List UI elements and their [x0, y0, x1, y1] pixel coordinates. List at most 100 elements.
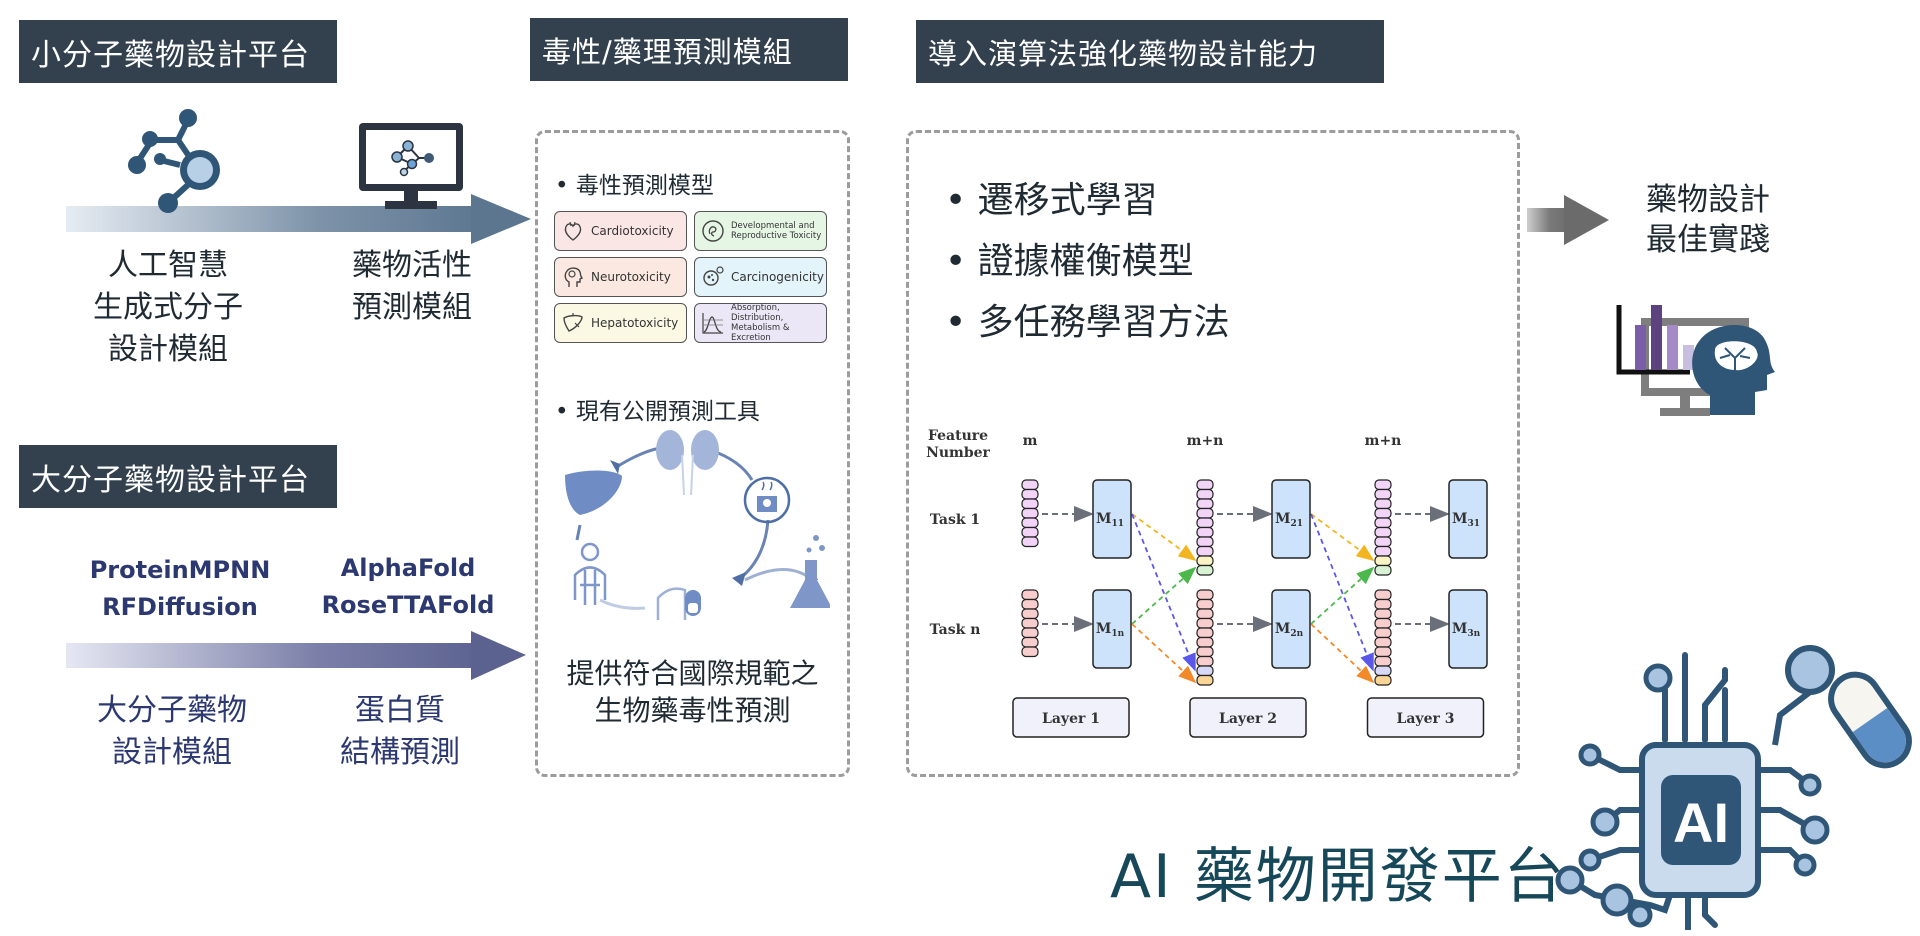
flask-icon: [790, 535, 830, 608]
large-molecule-design-module-label: 大分子藥物 設計模組: [72, 690, 272, 774]
label-line: 藥物設計: [1646, 182, 1770, 218]
feature-stack: [1196, 555, 1214, 567]
shared-arrow: [1310, 566, 1375, 625]
feature-stack: [1021, 488, 1039, 500]
tool-proteinmpnn: ProteinMPNN: [89, 556, 271, 584]
label-line: 預測模組: [352, 290, 472, 325]
biologics-toxicity-summary: 提供符合國際規範之 生物藥毒性預測: [540, 655, 845, 729]
layer-label: Layer 3: [1397, 711, 1455, 727]
feature-stack: [1021, 627, 1039, 639]
feature-stack: [1196, 627, 1214, 639]
capsule-icon: [1828, 671, 1912, 769]
feature-stack: [1196, 536, 1214, 548]
label-line: 蛋白質: [355, 693, 445, 728]
monitor-molecule-icon: [359, 123, 463, 209]
feature-stack: [1374, 545, 1392, 557]
feature-stack: [1021, 479, 1039, 491]
feature-stack: [1021, 646, 1039, 658]
carcinogenicity-card: Carcinogenicity: [694, 257, 827, 297]
feature-stack: [1374, 517, 1392, 529]
task-label: Task n: [930, 622, 981, 638]
model-box: [1092, 479, 1132, 559]
heart-icon: [564, 221, 582, 241]
feature-stack: [1196, 674, 1214, 686]
feature-stack: [1196, 665, 1214, 677]
molecule-network-icon: [128, 109, 220, 213]
neurotoxicity-card: Neurotoxicity: [554, 257, 687, 297]
feature-stack: [1021, 517, 1039, 529]
public-tools-bullet: • 現有公開預測工具: [555, 399, 760, 425]
feature-stack: [1196, 617, 1214, 629]
feature-stack: [1196, 655, 1214, 667]
shared-arrow: [1131, 623, 1197, 684]
toxicity-module-panel: [535, 130, 850, 777]
ai-generative-design-module-label: 人工智慧 生成式分子 設計模組: [68, 245, 268, 371]
small-molecule-arrow: [66, 194, 531, 244]
label-line: 藥物活性: [352, 248, 472, 283]
feature-stack: [1196, 507, 1214, 519]
label-line: 提供符合國際規範之: [566, 657, 819, 690]
label-line: 設計模組: [108, 332, 228, 367]
toxicity-module-title: 毒性/藥理預測模組: [530, 18, 848, 81]
cardiotoxicity-card: Cardiotoxicity: [554, 211, 687, 251]
feature-stack: [1374, 488, 1392, 500]
feature-stack: [1021, 636, 1039, 648]
column-label: m+n: [1187, 433, 1224, 449]
column-label: m+n: [1365, 433, 1402, 449]
feature-stack: [1196, 479, 1214, 491]
feature-stack: [1196, 517, 1214, 529]
feature-stack: [1196, 545, 1214, 557]
liver-icon: [563, 313, 583, 332]
ai-chip-icon: AI: [1555, 645, 1912, 930]
embryo-icon: [702, 220, 724, 242]
algorithm-bullet-multitask-learning: • 多任務學習方法: [945, 302, 1230, 343]
shared-arrow: [1310, 513, 1375, 562]
label-line: 設計模組: [112, 735, 232, 770]
model-box: [1271, 589, 1311, 669]
adme-card: Absorption, Distribution, Metabolism & E…: [694, 303, 827, 343]
algorithm-bullet-weight-of-evidence: • 證據權衡模型: [945, 241, 1194, 282]
feature-stack: [1196, 589, 1214, 601]
tool-rosettafold: RoseTTAFold: [321, 591, 495, 619]
model-box: [1271, 479, 1311, 559]
body-vessels-icon: [573, 542, 607, 605]
ai-drug-development-platform-title: AI 藥物開發平台: [1110, 842, 1566, 912]
toxicity-model-bullet: • 毒性預測模型: [555, 173, 714, 199]
feature-stack: [1196, 488, 1214, 500]
feature-stack: [1021, 536, 1039, 548]
feature-stack: [1196, 636, 1214, 648]
protein-structure-prediction-label: 蛋白質 結構預測: [320, 690, 480, 774]
small-molecule-title: 小分子藥物設計平台: [19, 20, 337, 83]
model-box: [1448, 479, 1488, 559]
label-line: 大分子藥物: [97, 693, 247, 728]
task-label: Task 1: [930, 512, 980, 528]
feature-stack: [1021, 598, 1039, 610]
feature-stack: [1196, 498, 1214, 510]
feature-stack: [1196, 598, 1214, 610]
layer-label: Layer 2: [1219, 711, 1277, 727]
chip-ai-label: AI: [1673, 791, 1729, 854]
tool-alphafold: AlphaFold: [340, 554, 476, 582]
feature-stack: [1021, 608, 1039, 620]
feature-stack: [1374, 564, 1392, 576]
shared-arrow: [1131, 513, 1196, 672]
card-label: Neurotoxicity: [591, 269, 671, 284]
feature-stack: [1021, 498, 1039, 510]
layer-box: [1189, 697, 1307, 738]
feature-stack: [1196, 564, 1214, 576]
layer-box: [1012, 697, 1130, 738]
feature-stack: [1374, 674, 1392, 686]
feature-stack: [1374, 536, 1392, 548]
feature-number-label: Number: [926, 445, 990, 461]
label-line: 人工智慧: [108, 248, 228, 283]
structure-prediction-tools: AlphaFold RoseTTAFold: [318, 550, 498, 624]
label-line: 結構預測: [340, 735, 460, 770]
shared-arrow: [1131, 513, 1197, 562]
feature-stack: [1196, 526, 1214, 538]
shared-arrow: [1310, 513, 1374, 672]
algorithm-module-title: 導入演算法強化藥物設計能力: [916, 20, 1384, 83]
kidney-icon: [656, 430, 719, 470]
feature-stack: [1374, 498, 1392, 510]
analytics-brain-icon: [1616, 305, 1775, 416]
label-line: 生物藥毒性預測: [594, 694, 791, 727]
